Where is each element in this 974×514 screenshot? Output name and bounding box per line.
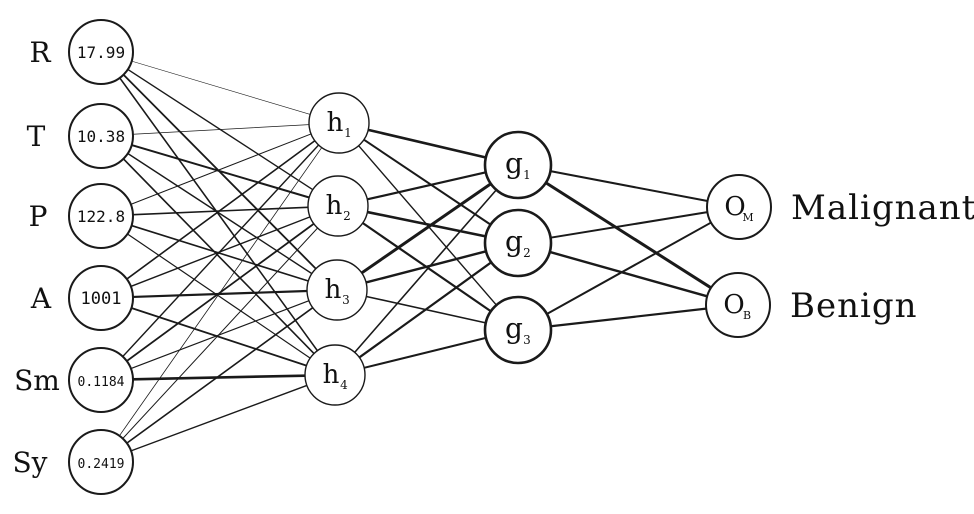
edge-in-smoothness-h4 xyxy=(131,374,307,381)
edge-in-smoothness-h1 xyxy=(122,144,320,358)
node-symbol-h4: h xyxy=(323,360,340,390)
node-symbol-ob: O xyxy=(723,290,744,320)
edge-g1-ob xyxy=(544,181,713,290)
node-symbol-h3: h xyxy=(325,275,342,305)
node-subscript-g3: 3 xyxy=(523,333,531,347)
node-h1 xyxy=(308,92,370,154)
node-ob xyxy=(705,272,771,338)
edge-h4-g3 xyxy=(363,336,487,369)
input-label-in-texture: T xyxy=(27,120,46,153)
input-value-in-radius: 17.99 xyxy=(77,43,125,62)
edge-in-texture-h1 xyxy=(132,124,310,135)
node-in-smoothness xyxy=(68,347,134,413)
edge-g3-om xyxy=(545,221,713,315)
node-subscript-h1: 1 xyxy=(344,126,352,140)
node-om xyxy=(706,174,772,240)
node-subscript-h3: 3 xyxy=(342,293,350,307)
node-symbol-g3: g xyxy=(505,312,523,345)
node-symbol-om: O xyxy=(724,192,745,222)
edge-in-symmetry-h1 xyxy=(118,147,323,437)
input-value-in-perimeter: 122.8 xyxy=(77,207,125,226)
edge-in-texture-h4 xyxy=(122,158,315,355)
node-h4 xyxy=(304,344,366,406)
nodes xyxy=(68,19,772,495)
node-subscript-g2: 2 xyxy=(523,246,531,260)
input-label-in-perimeter: P xyxy=(29,200,48,233)
edge-in-symmetry-h3 xyxy=(126,306,314,444)
node-in-radius xyxy=(68,19,134,85)
input-value-in-smoothness: 0.1184 xyxy=(78,375,125,390)
edge-in-perimeter-h1 xyxy=(130,133,312,205)
edge-h3-g2 xyxy=(364,250,488,284)
edge-in-symmetry-h4 xyxy=(130,384,308,452)
edge-in-perimeter-h3 xyxy=(130,224,310,282)
node-in-area xyxy=(68,265,134,331)
edge-in-perimeter-h4 xyxy=(126,233,311,359)
edge-g2-om xyxy=(549,211,709,239)
input-label-in-smoothness: Sm xyxy=(14,364,60,397)
node-in-texture xyxy=(68,103,134,169)
edges xyxy=(118,60,713,452)
class-label-ob: Benign xyxy=(790,286,918,326)
node-h3 xyxy=(306,259,368,321)
edge-in-symmetry-h2 xyxy=(122,227,319,440)
input-label-in-symmetry: Sy xyxy=(13,446,48,479)
edge-in-area-h1 xyxy=(125,139,316,280)
node-in-symmetry xyxy=(68,429,134,495)
node-g2 xyxy=(483,208,553,278)
node-symbol-h1: h xyxy=(327,108,344,138)
edge-in-radius-h1 xyxy=(131,60,311,115)
node-subscript-h2: 2 xyxy=(343,209,351,223)
node-symbol-g2: g xyxy=(505,225,523,258)
edge-h1-g2 xyxy=(362,138,492,226)
edge-g2-ob xyxy=(548,250,709,298)
edge-h4-g2 xyxy=(358,261,493,359)
edge-in-texture-h3 xyxy=(127,152,313,275)
node-g3 xyxy=(483,295,553,365)
edge-h1-g1 xyxy=(366,128,488,159)
edge-in-texture-h2 xyxy=(130,144,311,199)
node-g1 xyxy=(483,130,553,200)
input-value-in-area: 1001 xyxy=(81,289,122,309)
edge-in-smoothness-h3 xyxy=(130,300,310,370)
edge-h2-g1 xyxy=(366,171,487,201)
node-subscript-ob: B xyxy=(743,309,751,322)
edge-h3-g1 xyxy=(360,182,493,275)
labels: 17.99 R 10.38 T 122.8 P 1001 A 0.1184 Sm 0.2419 Sy h… xyxy=(13,36,974,479)
node-subscript-g1: 1 xyxy=(523,168,531,182)
input-value-in-symmetry: 0.2419 xyxy=(78,457,125,472)
edge-in-radius-h4 xyxy=(118,77,319,352)
node-in-perimeter xyxy=(68,183,134,249)
class-label-om: Malignant xyxy=(791,188,974,228)
input-label-in-radius: R xyxy=(29,36,51,69)
edge-g1-om xyxy=(549,170,709,203)
input-label-in-area: A xyxy=(30,282,52,315)
node-symbol-h2: h xyxy=(326,191,343,221)
node-subscript-om: M xyxy=(742,211,753,224)
input-value-in-texture: 10.38 xyxy=(77,127,125,146)
edge-in-area-h3 xyxy=(131,289,309,299)
edge-h4-g1 xyxy=(353,189,498,354)
edge-g3-ob xyxy=(549,307,708,328)
node-h2 xyxy=(307,175,369,237)
edge-h2-g2 xyxy=(366,210,487,238)
node-symbol-g1: g xyxy=(505,147,523,180)
node-subscript-h4: 4 xyxy=(340,378,348,392)
edge-in-area-h4 xyxy=(130,307,308,367)
